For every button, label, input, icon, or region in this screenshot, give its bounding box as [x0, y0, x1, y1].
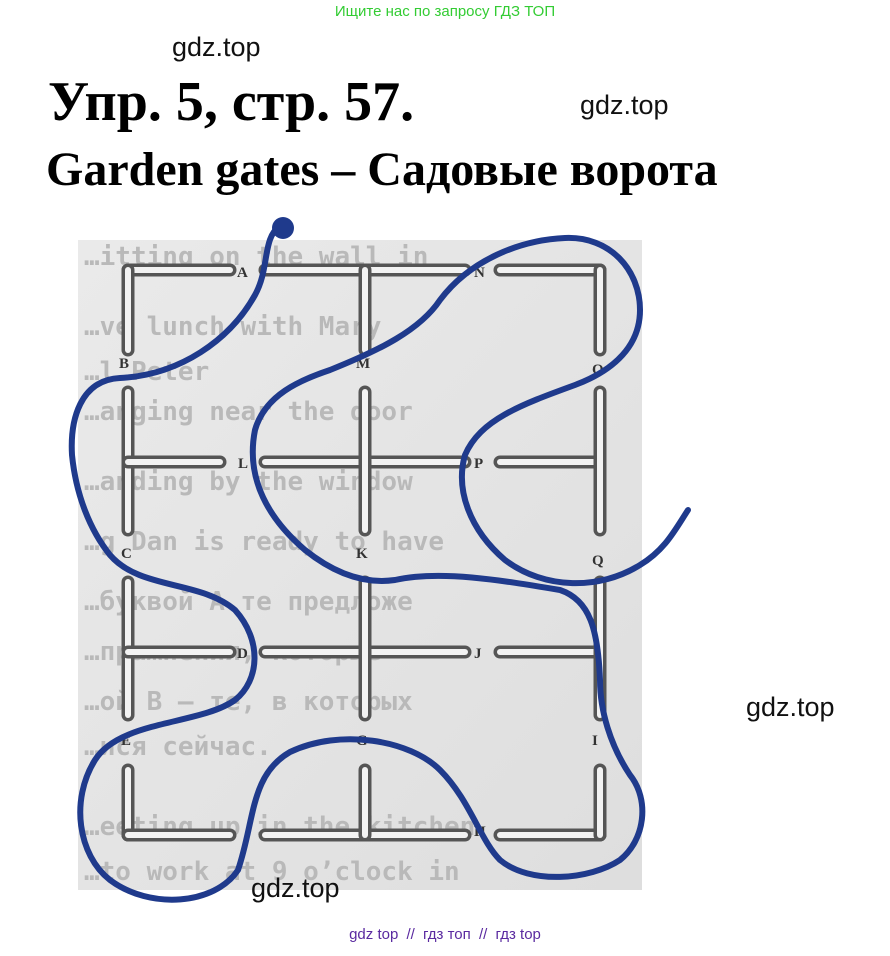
exercise-title: Упр. 5, стр. 57.	[48, 71, 415, 133]
exercise-subtitle: Garden gates – Садовые ворота	[46, 143, 718, 196]
gate-letter: A	[237, 265, 248, 281]
background-text-line: …to work at 9 o’clock in	[84, 857, 460, 887]
background-text-line: …anding by the window	[84, 467, 413, 497]
background-text-line: …ися сейчас.	[84, 732, 272, 762]
top-banner[interactable]: Ищите нас по запросу ГДЗ ТОП	[334, 3, 556, 20]
gate-letter: L	[238, 456, 248, 472]
footer-separator: //	[406, 926, 415, 943]
gate-letter: O	[592, 362, 604, 378]
gate-letter: I	[592, 733, 598, 749]
background-text-line: …g Dan is ready to have	[84, 527, 444, 557]
gate-letter: E	[121, 733, 131, 749]
gate-letter: D	[237, 646, 248, 662]
footer-link[interactable]: гдз топ	[423, 926, 471, 943]
footer-links: gdz top // гдз топ // гдз top	[0, 926, 890, 943]
path-start-dot	[272, 217, 294, 239]
watermark: gdz.top	[746, 692, 835, 722]
background-text-line: …ой B – те, в которых	[84, 687, 413, 717]
gate-letter: P	[474, 456, 483, 472]
gate-letter: N	[474, 265, 485, 281]
background-text-line: …буквой A те предложе	[84, 587, 413, 617]
watermark: gdz.top	[251, 873, 340, 903]
footer-link[interactable]: гдз top	[495, 926, 541, 943]
gate-letter: J	[474, 646, 482, 662]
solution-path	[68, 223, 691, 903]
maze-gates	[121, 263, 607, 842]
watermark: gdz.top	[172, 32, 261, 62]
watermark: gdz.top	[580, 90, 669, 120]
footer-separator: //	[478, 926, 488, 943]
gate-letter: K	[356, 546, 368, 562]
gate-letter: Q	[592, 553, 604, 569]
background-text-line: …anging near the door	[84, 397, 413, 427]
gate-letter: C	[121, 546, 132, 562]
gate-letter: B	[119, 356, 129, 372]
footer-link[interactable]: gdz top	[349, 926, 399, 943]
